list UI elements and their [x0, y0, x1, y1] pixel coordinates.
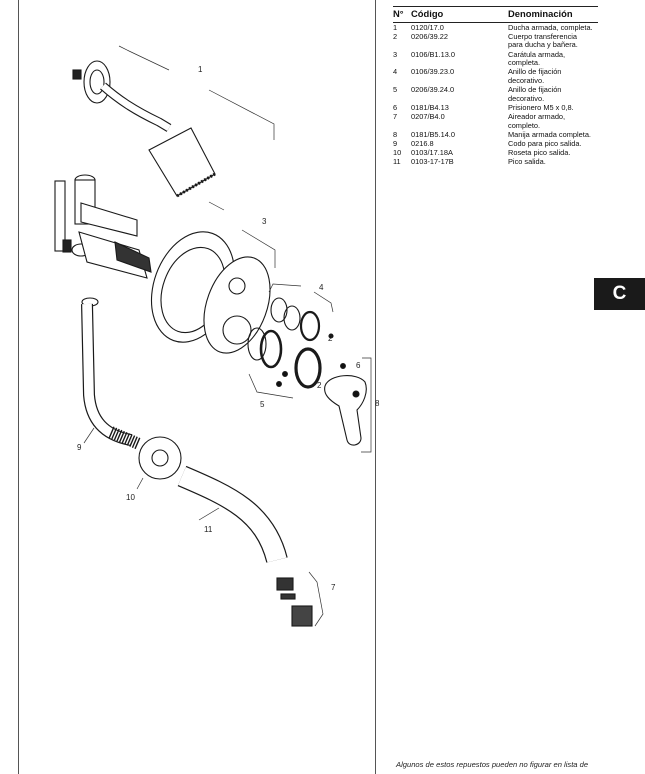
spout-rosette [138, 436, 182, 480]
row-code: 0181/B5.14.0 [411, 129, 455, 139]
row-code: 0103/17.18A [411, 148, 453, 158]
row-code: 0216.8 [411, 139, 434, 149]
row-description: Codo para pico salida. [508, 139, 582, 149]
table-row: 3 0106/B1.13.0 Carátula armada, completa. [393, 49, 598, 68]
callout-2b: 2 [317, 381, 322, 390]
row-description: Pico salida. [508, 157, 546, 167]
row-description: Ducha armada, completa. [508, 22, 593, 32]
row-code: 0206/39.22 [411, 31, 448, 41]
row-code: 0106/39.23.0 [411, 67, 455, 77]
row-number: 4 [393, 67, 398, 77]
row-code: 0120/17.0 [411, 22, 444, 32]
table-row: 5 0206/39.24.0 Anillo de fijación decorati… [393, 85, 598, 103]
header-rule [393, 22, 598, 23]
shower-arm-assembly [72, 60, 216, 198]
table-row: 8 0181/B5.14.0 Manija armada completa. [393, 129, 598, 140]
callout-8: 8 [375, 399, 380, 408]
header-code: Código [411, 8, 444, 19]
callout-11: 11 [204, 525, 213, 534]
row-description: Manija armada completa. [508, 129, 591, 139]
table-row: 1 0120/17.0 Ducha armada, completa. [393, 22, 598, 33]
table-header: N° Código Denominación [393, 6, 598, 21]
callout-labels: 1 3 4 2 6 2 8 5 9 10 11 7 [77, 65, 380, 592]
row-description: Anillo de fijación decorativo. [508, 85, 562, 103]
callout-3: 3 [262, 217, 267, 226]
diverter-body [54, 174, 152, 279]
table-row: 4 0106/39.23.0 Anillo de fijación decorati… [393, 67, 598, 85]
lever-handle [324, 363, 367, 446]
footnote: Algunos de estos repuestos pueden no fig… [396, 760, 589, 769]
header-number: N° [393, 8, 404, 19]
row-description: Aireador armado, completo. [508, 112, 566, 130]
aerator [276, 577, 313, 627]
row-code: 0207/B4.0 [411, 112, 445, 122]
parts-table: N° Código Denominación 1 0120/17.0 Ducha a… [393, 6, 598, 167]
section-tab: C [594, 278, 645, 310]
row-code: 0106/B1.13.0 [411, 49, 455, 59]
callout-1: 1 [198, 65, 203, 74]
callout-7: 7 [331, 583, 336, 592]
row-code: 0206/39.24.0 [411, 85, 455, 95]
row-number: 2 [393, 31, 398, 41]
row-number: 1 [393, 22, 398, 32]
row-number: 6 [393, 102, 398, 112]
row-number: 7 [393, 112, 398, 122]
row-number: 9 [393, 139, 398, 149]
table-row: 11 0103-17-17B Pico salida. [393, 158, 598, 167]
row-number: 11 [393, 157, 401, 167]
table-row: 7 0207/B4.0 Aireador armado, completo. [393, 112, 598, 130]
callout-9: 9 [77, 443, 82, 452]
table-body: 1 0120/17.0 Ducha armada, completa. 2 0206/3… [393, 22, 598, 167]
row-number: 3 [393, 49, 398, 59]
callout-5: 5 [260, 400, 265, 409]
table-row: 2 0206/39.22 Cuerpo transferencia para duc… [393, 31, 598, 50]
header-description: Denominación [508, 8, 573, 19]
table-row: 6 0181/B4.13 Prisionero M5 x 0,8. [393, 102, 598, 113]
callout-6: 6 [356, 361, 361, 370]
row-description: Cuerpo transferencia para ducha y bañera… [508, 31, 578, 50]
row-description: Prisionero M5 x 0,8. [508, 102, 574, 112]
callout-4: 4 [319, 283, 324, 292]
row-number: 10 [393, 148, 402, 158]
fixing-rings-lower [247, 327, 322, 389]
row-code: 0181/B4.13 [411, 102, 449, 112]
row-number: 5 [393, 85, 398, 95]
row-description: Anillo de fijación decorativo. [508, 67, 562, 85]
exploded-parts-diagram: 1 3 4 2 6 2 8 5 9 10 11 7 [54, 45, 380, 627]
spout [177, 465, 288, 564]
row-number: 8 [393, 129, 398, 139]
exploded-diagram-panel: 1 3 4 2 6 2 8 5 9 10 11 7 [18, 0, 380, 774]
fixing-rings-upper [270, 297, 334, 342]
callout-leaders [83, 45, 372, 627]
table-row: 10 0103/17.18A Roseta pico salida. [393, 149, 598, 158]
row-code: 0103-17-17B [411, 157, 454, 167]
spout-elbow [81, 297, 142, 450]
callout-2: 2 [328, 334, 333, 343]
callout-10: 10 [126, 493, 135, 502]
table-row: 9 0216.8 Codo para pico salida. [393, 139, 598, 149]
row-description: Roseta pico salida. [508, 148, 571, 158]
faceplate [150, 231, 271, 354]
row-description: Carátula armada, completa. [508, 49, 566, 68]
